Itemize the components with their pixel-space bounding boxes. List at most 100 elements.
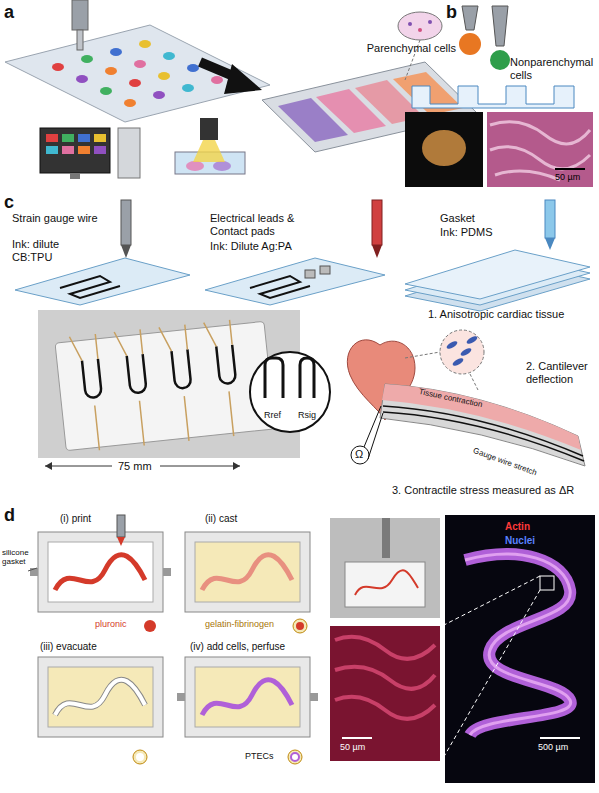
dot <box>153 91 165 99</box>
ink-label: Ink: PDMS <box>440 226 493 239</box>
dimension-arrow <box>233 462 240 470</box>
nozzle-tip <box>117 537 125 546</box>
actin-texture <box>335 637 435 719</box>
ink-label: Ink: Dilute Ag:PA <box>210 240 292 253</box>
gel-icon <box>293 619 307 633</box>
screen-tile <box>78 134 90 142</box>
chamber <box>48 542 153 602</box>
port <box>310 693 318 701</box>
zoom-box <box>540 576 554 590</box>
dot <box>211 76 223 84</box>
dot <box>163 52 175 60</box>
cell <box>428 20 432 24</box>
meter-lead <box>368 413 383 459</box>
well-plate <box>412 86 574 108</box>
screen-tile <box>94 146 106 154</box>
step-label: Strain gauge wire <box>12 212 98 225</box>
well-plate <box>5 25 270 122</box>
contact-pad <box>305 270 315 278</box>
gel-matrix <box>195 667 300 727</box>
pluronic-ink <box>202 555 292 590</box>
dot <box>52 63 64 71</box>
glass-slide <box>205 258 385 305</box>
part-label: silicone gasket <box>2 548 36 566</box>
dot <box>124 99 136 107</box>
resistor-label: Rref <box>264 410 281 420</box>
panel-d-art <box>28 515 595 783</box>
step-label: Electrical leads & Contact pads <box>210 212 320 237</box>
confocal-photo <box>445 515 595 783</box>
cell-label: Parenchymal cells <box>367 42 456 55</box>
zoom-inset <box>250 352 330 432</box>
cell <box>466 335 479 345</box>
cell-label: Nonparenchymal cells <box>510 56 596 81</box>
cell <box>418 28 422 32</box>
screen-tile <box>62 146 74 154</box>
gasket-layer <box>405 250 590 299</box>
screen-tile <box>46 134 58 142</box>
channel-outline <box>55 680 145 715</box>
scale-label: 500 µm <box>538 742 568 752</box>
material-label: gelatin-fibrinogen <box>205 619 274 629</box>
silicone-gasket <box>38 532 163 612</box>
zoom-line <box>405 352 440 358</box>
zoom-line <box>442 590 540 760</box>
pluronic-icon <box>144 620 156 632</box>
nozzle-tip <box>372 245 382 258</box>
channel-icon-core <box>136 753 144 761</box>
tissue-photo <box>405 112 483 187</box>
port <box>177 693 185 701</box>
step-label: Gasket <box>440 212 475 225</box>
panel-letter: a <box>4 2 14 23</box>
stain-label: Nuclei <box>505 535 535 547</box>
panel-b-art <box>405 6 593 187</box>
dimension-arrow <box>45 462 52 470</box>
print-nozzle <box>382 518 390 558</box>
computer-tower <box>118 128 140 178</box>
leader-line <box>28 568 37 571</box>
strain-gauge-wire <box>60 276 120 298</box>
dot <box>139 40 151 48</box>
ink-label: Ink: dilute CB:TPU <box>12 238 92 263</box>
parenchymal-cells <box>459 33 481 55</box>
dimension-line <box>160 466 240 467</box>
printed-channel <box>355 570 418 595</box>
gel-icon-core <box>296 622 304 630</box>
panel-letter: d <box>4 505 15 526</box>
cell-lined-channel <box>202 680 292 715</box>
histology-texture <box>490 122 590 180</box>
gel-matrix <box>48 667 153 727</box>
tissue-inset <box>440 330 484 374</box>
monitor-stand <box>70 173 80 179</box>
cardiac-tissue-layer <box>382 384 581 450</box>
print-nozzle <box>545 200 555 238</box>
dot <box>110 48 122 56</box>
resistor-label: Rsig <box>298 410 316 420</box>
print-nozzle <box>121 200 131 245</box>
step-label: (iii) evacuate <box>40 641 97 653</box>
material-label: pluronic <box>95 619 127 629</box>
step-label: (ii) cast <box>205 513 237 525</box>
nozzle-tip <box>545 238 555 250</box>
step-label: 3. Contractile stress measured as ΔR <box>392 484 574 497</box>
tissue-dome <box>186 161 204 171</box>
gauge-wires <box>82 345 236 399</box>
dispenser-head <box>72 0 88 30</box>
tissue-dome <box>398 12 442 40</box>
microscope-body <box>200 118 218 140</box>
dimension-label: 75 mm <box>118 460 152 473</box>
dispenser-nozzle <box>77 30 83 50</box>
device-chip <box>55 321 275 450</box>
monitor <box>40 128 110 173</box>
cell <box>446 340 459 350</box>
nozzle-tip <box>121 245 131 258</box>
ptec-icon-ring <box>291 753 299 761</box>
step-label: (iv) add cells, perfuse <box>190 641 285 653</box>
cell-label: PTECs <box>245 751 274 761</box>
nonparenchymal-cells <box>490 50 510 70</box>
print-nozzle <box>492 6 508 46</box>
gel-matrix <box>195 542 300 602</box>
cell <box>408 22 412 26</box>
zoom-line <box>442 576 540 626</box>
